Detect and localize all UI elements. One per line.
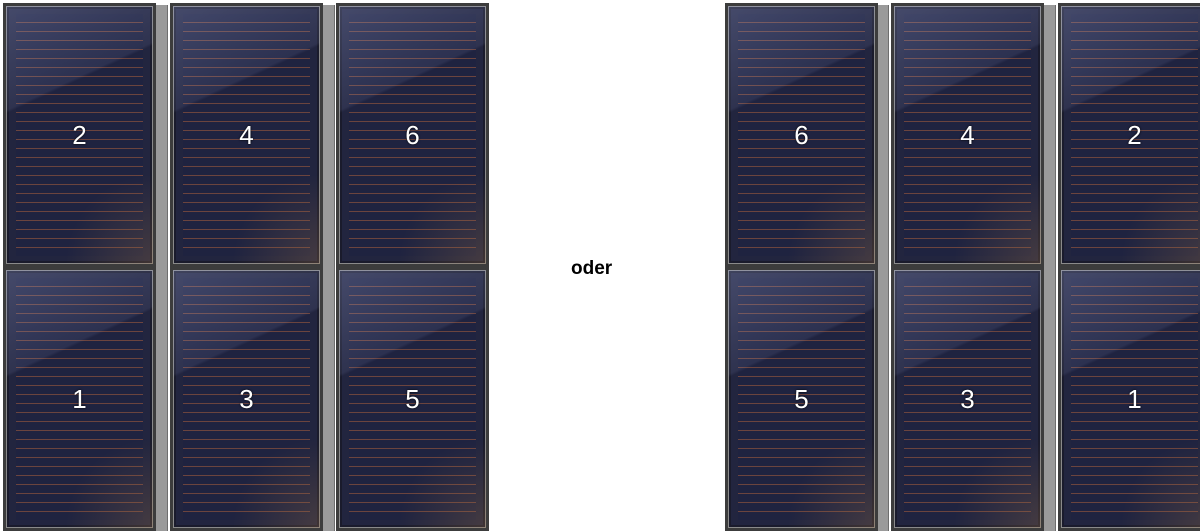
solar-panel: 6 (725, 3, 878, 267)
mounting-rail (1043, 5, 1056, 531)
panel-number: 5 (339, 386, 486, 412)
panel-number: 6 (339, 122, 486, 148)
panel-number: 3 (173, 386, 320, 412)
solar-panel: 2 (1058, 3, 1200, 267)
mounting-rail (155, 5, 168, 531)
panel-number: 2 (1061, 122, 1200, 148)
panel-number: 1 (6, 386, 153, 412)
solar-panel: 4 (891, 3, 1044, 267)
right-panel-layout: 6 4 2 5 3 1 (725, 0, 1200, 531)
solar-panel: 3 (891, 267, 1044, 531)
panel-number: 4 (173, 122, 320, 148)
solar-panel: 1 (3, 267, 156, 531)
panel-number: 3 (894, 386, 1041, 412)
solar-panel: 3 (170, 267, 323, 531)
solar-panel: 1 (1058, 267, 1200, 531)
panel-number: 2 (6, 122, 153, 148)
panel-number: 1 (1061, 386, 1200, 412)
solar-panel: 6 (336, 3, 489, 267)
left-panel-layout: 2 4 6 1 3 5 (0, 0, 509, 531)
solar-panel: 5 (725, 267, 878, 531)
solar-panel: 2 (3, 3, 156, 267)
solar-panel: 5 (336, 267, 489, 531)
solar-panel: 4 (170, 3, 323, 267)
mounting-rail (322, 5, 335, 531)
alternative-label: oder (571, 258, 612, 280)
panel-number: 5 (728, 386, 875, 412)
panel-number: 4 (894, 122, 1041, 148)
panel-number: 6 (728, 122, 875, 148)
